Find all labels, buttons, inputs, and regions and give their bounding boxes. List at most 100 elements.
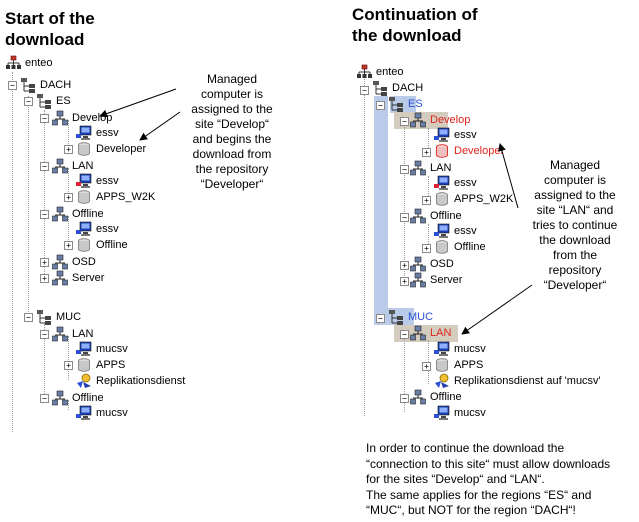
region-icon [37, 310, 51, 325]
region-label-highlighted: MUC [408, 311, 434, 323]
tree-repository-apps[interactable]: APPS [434, 357, 484, 373]
collapse-toggle[interactable]: − [360, 86, 369, 95]
expand-toggle[interactable]: + [400, 277, 409, 286]
site-icon [410, 272, 426, 288]
tree-service-replikationsdienst[interactable]: Replikationsdienst [76, 373, 186, 389]
tree-computer-essv[interactable]: essv [434, 127, 478, 143]
expand-toggle[interactable]: + [40, 274, 49, 283]
site-label: LAN [430, 162, 452, 174]
region-icon [373, 81, 387, 96]
tree-computer-mucsv[interactable]: mucsv [434, 341, 487, 357]
tree-region-es[interactable]: ES [388, 96, 424, 112]
tree-repository-offline[interactable]: Offline [434, 239, 487, 255]
collapse-toggle[interactable]: − [376, 314, 385, 323]
tree-computer-mucsv[interactable]: mucsv [434, 405, 487, 421]
expand-toggle[interactable]: + [422, 148, 431, 157]
expand-toggle[interactable]: + [422, 244, 431, 253]
expand-toggle[interactable]: + [64, 193, 73, 202]
tree-site-develop[interactable]: Develop [410, 112, 471, 128]
tree-region-muc[interactable]: MUC [36, 309, 82, 325]
tree-site-offline[interactable]: Offline [52, 390, 105, 406]
tree-computer-essv[interactable]: essv [76, 125, 120, 141]
computer-label: essv [454, 177, 477, 189]
tree-site-osd[interactable]: OSD [410, 256, 455, 272]
tree-computer-essv[interactable]: essv [76, 221, 120, 237]
tree-computer-mucsv[interactable]: mucsv [76, 405, 129, 421]
service-icon [77, 373, 91, 388]
tree-computer-mucsv[interactable]: mucsv [76, 341, 129, 357]
collapse-toggle[interactable]: − [40, 162, 49, 171]
collapse-toggle[interactable]: − [400, 213, 409, 222]
tree-site-offline[interactable]: Offline [52, 206, 105, 222]
collapse-toggle[interactable]: − [8, 81, 17, 90]
tree-site-offline[interactable]: Offline [410, 389, 463, 405]
arrow-to-developer-right [498, 143, 519, 209]
tree-repository-offline[interactable]: Offline [76, 237, 129, 253]
collapse-toggle[interactable]: − [376, 101, 385, 110]
expand-toggle[interactable]: + [422, 196, 431, 205]
collapse-toggle[interactable]: − [400, 165, 409, 174]
tree-site-server[interactable]: Server [52, 270, 105, 286]
expand-toggle[interactable]: + [40, 258, 49, 267]
tree-root-enteo[interactable]: enteo [5, 55, 54, 71]
site-label: Server [430, 274, 463, 286]
repository-label: Developer [96, 143, 147, 155]
computer-icon [76, 405, 92, 420]
tree-site-offline[interactable]: Offline [410, 208, 463, 224]
repository-label-highlighted: Developer [454, 145, 505, 157]
collapse-toggle[interactable]: − [40, 330, 49, 339]
tree-computer-essv[interactable]: essv [434, 223, 478, 239]
expand-toggle[interactable]: + [64, 145, 73, 154]
collapse-toggle[interactable]: − [24, 313, 33, 322]
tree-site-lan[interactable]: LAN [410, 160, 452, 176]
arrow-to-lan-right [461, 284, 533, 335]
region-icon [21, 78, 35, 93]
computer-icon [434, 175, 450, 190]
site-icon [52, 270, 68, 286]
service-label: Replikationsdienst auf 'mucsv' [454, 375, 601, 387]
computer-icon [76, 221, 92, 236]
collapse-toggle[interactable]: − [400, 330, 409, 339]
expand-toggle[interactable]: + [400, 261, 409, 270]
tree-root-label: enteo [25, 57, 53, 69]
tree-repository-apps-w2k[interactable]: APPS_W2K [76, 189, 156, 205]
computer-label: mucsv [96, 343, 128, 355]
collapse-toggle[interactable]: − [40, 394, 49, 403]
tree-site-lan[interactable]: LAN [410, 325, 452, 341]
site-label: OSD [430, 258, 454, 270]
site-icon [52, 158, 68, 174]
tree-service-replikationsdienst[interactable]: Replikationsdienst auf 'mucsv' [434, 373, 602, 389]
tree-repository-apps[interactable]: APPS [76, 357, 126, 373]
computer-label: mucsv [454, 343, 486, 355]
site-icon [52, 110, 68, 126]
tree-region-es[interactable]: ES [36, 93, 72, 109]
site-label-highlighted: Develop [430, 114, 471, 126]
tree-computer-essv[interactable]: essv [434, 175, 478, 191]
site-icon [410, 208, 426, 224]
site-icon [410, 325, 426, 341]
tree-repository-apps-w2k[interactable]: APPS_W2K [434, 191, 514, 207]
expand-toggle[interactable]: + [64, 241, 73, 250]
tree-root-enteo[interactable]: enteo [356, 64, 405, 80]
collapse-toggle[interactable]: − [40, 210, 49, 219]
tree-site-lan[interactable]: LAN [52, 326, 94, 342]
collapse-toggle[interactable]: − [24, 97, 33, 106]
computer-icon [76, 341, 92, 356]
tree-computer-essv[interactable]: essv [76, 173, 120, 189]
tree-site-server[interactable]: Server [410, 272, 463, 288]
site-label: Offline [72, 392, 104, 404]
tree-repository-developer[interactable]: Developer [76, 141, 147, 157]
tree-region-muc[interactable]: MUC [388, 309, 434, 325]
expand-toggle[interactable]: + [422, 362, 431, 371]
repository-icon [436, 192, 448, 206]
collapse-toggle[interactable]: − [400, 117, 409, 126]
expand-toggle[interactable]: + [64, 361, 73, 370]
collapse-toggle[interactable]: − [40, 114, 49, 123]
tree-site-lan[interactable]: LAN [52, 158, 94, 174]
tree-region-dach[interactable]: DACH [372, 80, 424, 96]
collapse-toggle[interactable]: − [400, 394, 409, 403]
tree-region-dach[interactable]: DACH [20, 77, 72, 93]
tree-site-osd[interactable]: OSD [52, 254, 97, 270]
tree-repository-developer[interactable]: Developer [434, 143, 505, 159]
